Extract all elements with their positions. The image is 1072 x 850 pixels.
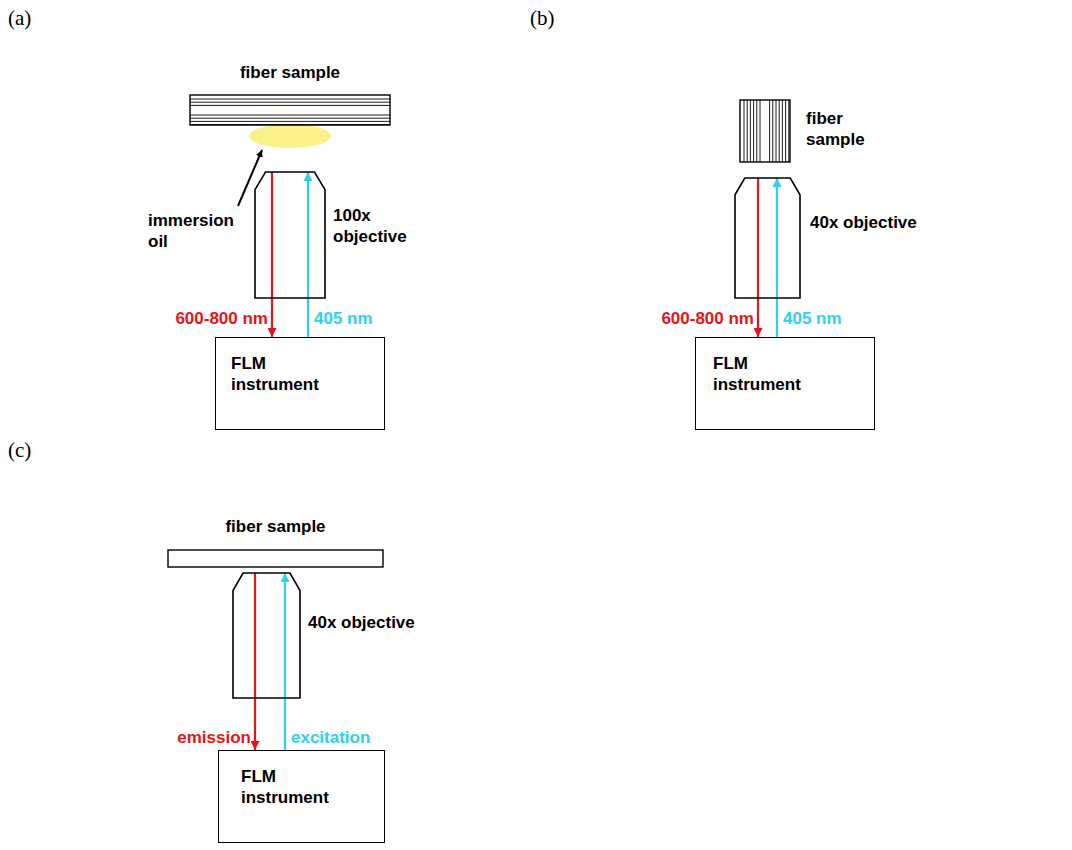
panel-label: (c) bbox=[8, 440, 48, 461]
objective-outline bbox=[255, 172, 325, 298]
fiber-outline bbox=[190, 95, 390, 125]
wavelength-label: 405 nm bbox=[314, 308, 404, 329]
light-path-arrow bbox=[284, 573, 286, 750]
immersion-oil-drop bbox=[249, 124, 331, 148]
box-label: FLM instrument bbox=[241, 766, 361, 808]
wavelength-label: 600-800 nm bbox=[118, 308, 268, 329]
fiber-outline bbox=[168, 550, 383, 567]
box-label: FLM instrument bbox=[713, 353, 833, 395]
panel-label: (b) bbox=[530, 8, 570, 29]
wavelength-label: 405 nm bbox=[783, 308, 873, 329]
light-path-arrow bbox=[307, 172, 309, 337]
part-label: 40x objective bbox=[308, 612, 418, 633]
objective-outline bbox=[233, 573, 300, 698]
part-label: 100x objective bbox=[333, 205, 443, 247]
annotation-text: immersion oil bbox=[148, 210, 243, 252]
part-label: 40x objective bbox=[810, 212, 920, 233]
wavelength-label: 600-800 nm bbox=[604, 308, 754, 329]
objective-lens: 40x objective bbox=[735, 178, 800, 298]
wavelength-label: emission bbox=[131, 727, 251, 748]
wavelength-label: excitation bbox=[291, 727, 411, 748]
instrument-box: FLM instrument bbox=[218, 750, 385, 843]
light-path-arrow bbox=[757, 178, 759, 337]
objective-lens: 100x objective bbox=[255, 172, 325, 298]
part-label: fiber sample bbox=[168, 516, 383, 537]
light-path-arrow bbox=[254, 573, 256, 750]
fiber-sample: fiber sample bbox=[740, 100, 790, 162]
objective-lens: 40x objective bbox=[233, 573, 300, 698]
part-label: fiber sample bbox=[806, 108, 876, 150]
light-path-arrow bbox=[271, 172, 273, 337]
light-path-arrow bbox=[776, 178, 778, 337]
part-label: fiber sample bbox=[190, 62, 390, 83]
objective-outline bbox=[735, 178, 800, 298]
fiber-outline bbox=[740, 100, 790, 162]
fiber-sample: fiber sample bbox=[190, 95, 390, 125]
panel-label: (a) bbox=[8, 8, 48, 29]
fiber-sample: fiber sample bbox=[168, 550, 383, 567]
box-label: FLM instrument bbox=[231, 353, 351, 395]
instrument-box: FLM instrument bbox=[695, 337, 875, 430]
leader-line bbox=[238, 150, 262, 206]
instrument-box: FLM instrument bbox=[215, 337, 385, 430]
